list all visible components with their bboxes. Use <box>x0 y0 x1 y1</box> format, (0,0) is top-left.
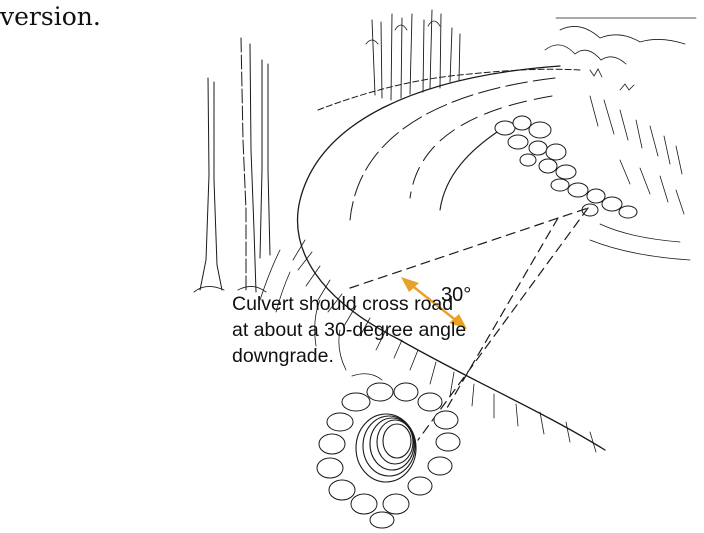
road-lane-line <box>350 78 555 220</box>
background-trees <box>366 10 460 100</box>
left-trees <box>194 38 270 292</box>
culvert-pipe <box>356 414 416 482</box>
far-bank-top <box>545 18 696 90</box>
road-outer-edge <box>298 66 605 450</box>
caption-line: downgrade. <box>232 343 466 369</box>
caption-line: at about a 30-degree angle <box>232 317 466 343</box>
caption: Culvert should cross road at about a 30-… <box>232 291 466 369</box>
road-inner-edge <box>440 130 500 210</box>
caption-line: Culvert should cross road <box>232 291 466 317</box>
culvert-rocks <box>317 383 460 528</box>
treeline <box>318 69 580 110</box>
ditch-line-upper <box>350 208 588 288</box>
right-hill-hatching <box>590 96 690 260</box>
rock-wall <box>495 116 637 218</box>
